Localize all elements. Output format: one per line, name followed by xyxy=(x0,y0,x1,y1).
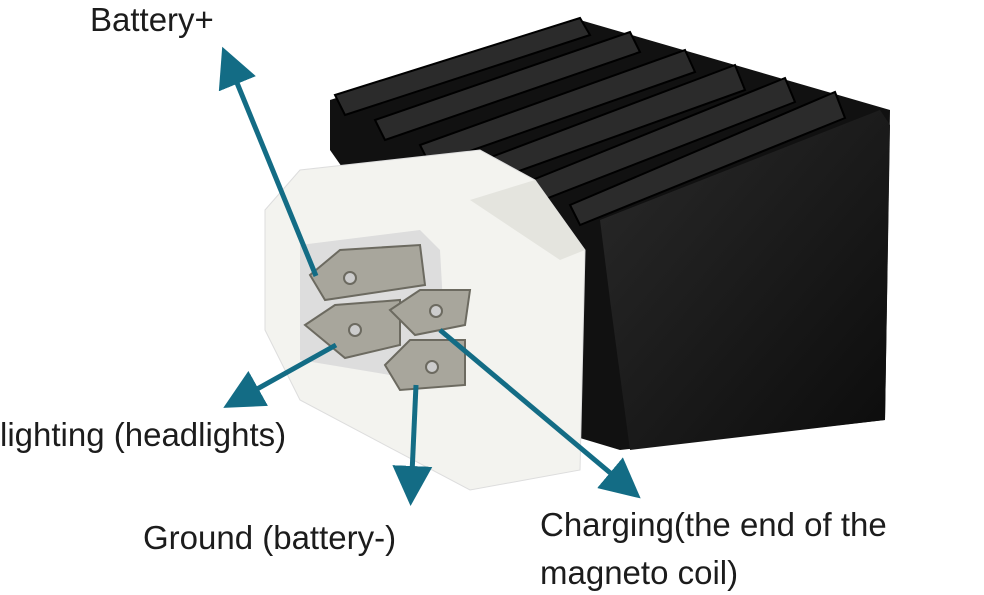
label-ground: Ground (battery-) xyxy=(143,519,397,556)
pointer-arrows xyxy=(218,46,641,506)
arrow-lighting xyxy=(223,342,338,408)
label-battery-plus: Battery+ xyxy=(90,1,214,38)
arrow-battery-plus xyxy=(218,46,319,277)
arrow-ground xyxy=(392,384,433,506)
label-lighting: lighting (headlights) xyxy=(0,416,287,453)
terminals xyxy=(303,243,472,392)
label-charging-line1: Charging(the end of the xyxy=(540,506,887,543)
arrow-charging xyxy=(438,328,641,499)
label-charging-line2: magneto coil) xyxy=(540,554,739,591)
